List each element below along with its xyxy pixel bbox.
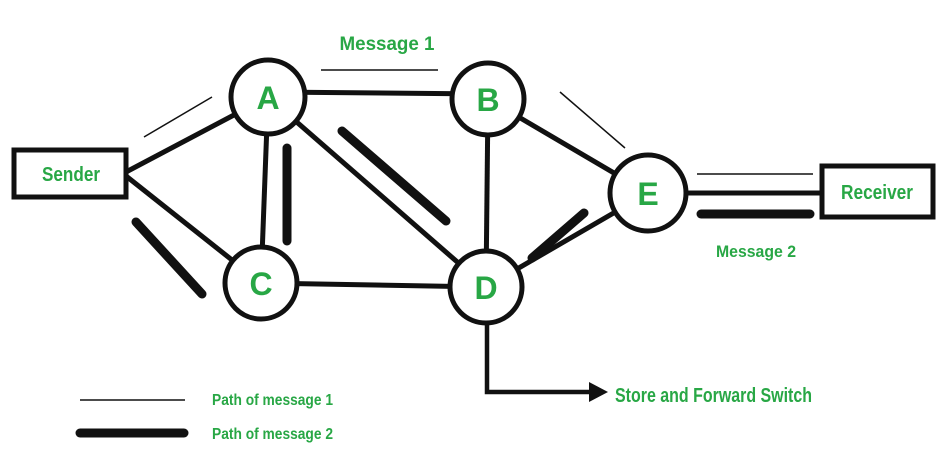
receiver-label: Receiver: [841, 182, 913, 204]
node-b-label: B: [476, 82, 499, 118]
legend-message2-label: Path of message 2: [212, 426, 333, 443]
message1-label: Message 1: [340, 34, 435, 55]
message2-segment-d-e: [527, 208, 589, 263]
message2-label: Message 2: [716, 242, 796, 261]
node-d-label: D: [474, 270, 497, 306]
message1-segment-b-e: [559, 91, 626, 149]
store-forward-label: Store and Forward Switch: [615, 385, 812, 407]
legend-message1-label: Path of message 1: [212, 392, 333, 409]
message2-segment-sender-c: [131, 217, 207, 299]
node-a-circle: [228, 57, 308, 137]
legend: Path of message 1 Path of message 2: [75, 392, 333, 443]
node-e-circle: [607, 152, 689, 234]
node-a-label: A: [256, 80, 279, 116]
edge-a-d: [266, 95, 488, 289]
node-c-label: C: [249, 266, 272, 302]
node-d-circle: [447, 248, 525, 326]
node-group: [222, 57, 689, 326]
node-c-circle: [222, 244, 300, 322]
message1-path-group: [143, 69, 813, 175]
sender-label: Sender: [42, 164, 100, 186]
store-forward-arrow: [484, 322, 592, 395]
receiver-box: [819, 163, 936, 220]
message1-segment-sender-a: [143, 96, 213, 138]
node-b-circle: [449, 60, 527, 138]
node-e-label: E: [637, 176, 658, 212]
store-forward-arrowhead-icon: [589, 382, 608, 402]
message2-path-group: [131, 126, 815, 299]
message2-segment-a-d: [337, 126, 451, 226]
sender-box: [11, 147, 129, 200]
